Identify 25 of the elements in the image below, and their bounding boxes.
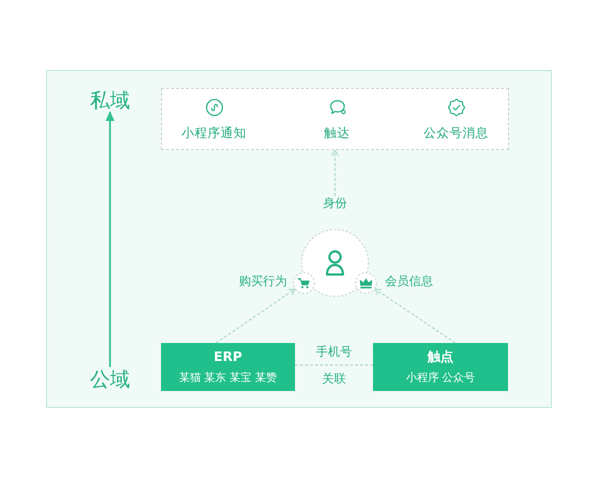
node-label: 私域	[90, 88, 130, 112]
channel-label: 小程序通知	[182, 125, 246, 140]
edge-label: 手机号	[314, 344, 354, 360]
dashed-line	[295, 364, 373, 366]
node-label: 身份	[323, 196, 347, 210]
channel-panel	[161, 88, 509, 150]
node-caption: 购买行为	[239, 274, 287, 290]
node-label: 公域	[90, 367, 130, 391]
dashed-arrow	[331, 149, 339, 196]
channel-label: 公众号消息	[424, 125, 488, 140]
box-subtitle: 某猫 某东 某宝 某赞	[178, 370, 278, 384]
channel-label: 触达	[324, 125, 350, 140]
node-caption: 会员信息	[385, 274, 433, 290]
dashed-arrow	[216, 288, 296, 344]
dashed-arrow	[374, 288, 456, 344]
arrow	[106, 111, 114, 367]
system-box	[373, 343, 508, 391]
crown-icon	[355, 272, 377, 294]
box-title: 触点	[428, 350, 454, 366]
line-label: 关联	[320, 372, 348, 386]
box-subtitle: 小程序 公众号	[406, 370, 476, 384]
system-box	[161, 343, 295, 391]
user-circle	[301, 229, 369, 297]
box-title: ERP	[214, 350, 242, 366]
cart-icon	[293, 272, 315, 294]
